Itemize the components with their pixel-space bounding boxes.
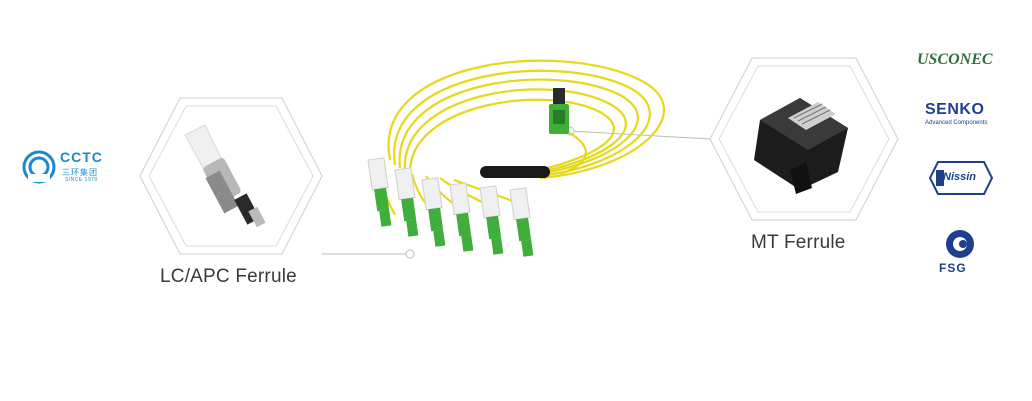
cctc-since: SINCE 1970 — [65, 177, 98, 183]
breakout-boot — [480, 166, 550, 178]
cctc-ring-icon — [22, 150, 56, 184]
cctc-name: CCTC — [60, 149, 103, 165]
nissin-emblem-icon — [928, 161, 994, 195]
senko-logo: SENKO Advanced Components — [925, 101, 1001, 126]
cctc-logo: CCTC 三环集团 SINCE 1970 — [22, 148, 114, 188]
usconec-logo: USCONEC — [917, 51, 993, 68]
fsg-name: FSG — [939, 261, 967, 275]
leader-dot-left — [405, 249, 415, 259]
nissin-logo: Nissin — [928, 160, 994, 196]
lc-connectors — [367, 157, 534, 257]
fsg-emblem-icon — [946, 230, 974, 258]
senko-subtitle: Advanced Components — [925, 120, 988, 126]
mpo-connector — [549, 88, 569, 134]
lc-apc-ferrule-caption: LC/APC Ferrule — [160, 266, 297, 287]
nissin-name: Nissin — [943, 171, 977, 183]
fsg-logo: FSG — [937, 228, 983, 276]
cctc-chinese-name: 三环集团 — [62, 168, 98, 177]
mt-ferrule-picture — [754, 98, 848, 194]
senko-name: SENKO — [925, 101, 985, 118]
lc-apc-ferrule-picture — [184, 124, 266, 228]
mt-ferrule-caption: MT Ferrule — [751, 232, 846, 253]
left-hexagon — [139, 97, 323, 255]
